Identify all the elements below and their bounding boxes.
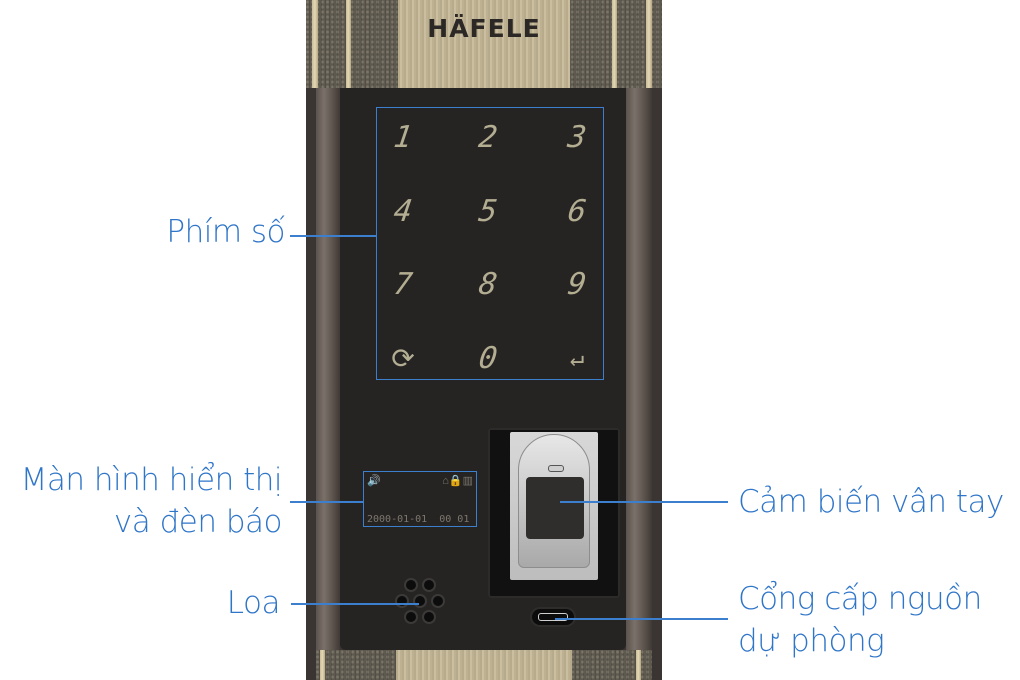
fingerprint-sensor[interactable] [526, 477, 584, 539]
speaker-grille [396, 578, 443, 628]
key-0[interactable]: 0 [476, 340, 500, 376]
callout-usb-line2: dự phòng [738, 623, 885, 659]
leader-keypad [290, 235, 377, 237]
leader-speaker [291, 603, 419, 605]
usb-connector-icon [538, 613, 568, 621]
clear-key[interactable]: ⟳ [391, 341, 415, 375]
callout-fingerprint: Cảm biến vân tay [738, 484, 1004, 520]
leader-usb [555, 618, 728, 620]
key-3[interactable]: 3 [565, 119, 589, 155]
key-1[interactable]: 1 [391, 119, 415, 155]
leader-display [290, 501, 364, 503]
door-lock-device: HÄFELE [306, 0, 662, 680]
fingerprint-indicator [548, 465, 564, 472]
callout-speaker: Loa [226, 585, 281, 621]
bottom-plate [396, 650, 572, 680]
callout-display-line2: và đèn báo [113, 504, 283, 540]
status-display: 🔊 ⌂🔒▥ 2000-01-01 00 01 [363, 471, 477, 527]
leader-fingerprint [560, 501, 728, 503]
callout-display-line1: Màn hình hiển thị [20, 462, 283, 498]
key-2[interactable]: 2 [476, 119, 500, 155]
enter-key[interactable]: ↵ [569, 344, 585, 372]
speaker-icon: 🔊 [367, 475, 381, 487]
key-8[interactable]: 8 [476, 266, 500, 302]
callout-usb-line1: Cổng cấp nguồn [738, 581, 982, 617]
key-7[interactable]: 7 [391, 266, 415, 302]
keypad-highlight-box [376, 107, 604, 380]
key-9[interactable]: 9 [565, 266, 589, 302]
display-datetime: 2000-01-01 00 01 [367, 514, 470, 525]
status-icons: ⌂🔒▥ [442, 475, 473, 487]
brand-logo: HÄFELE [427, 14, 541, 43]
callout-keypad: Phím số [166, 214, 285, 250]
logo-plate: HÄFELE [398, 0, 570, 88]
right-side-rail [626, 88, 652, 650]
key-6[interactable]: 6 [565, 193, 589, 229]
key-5[interactable]: 5 [476, 193, 500, 229]
display-icons: 🔊 ⌂🔒▥ [367, 474, 473, 487]
left-side-rail [316, 88, 340, 650]
key-4[interactable]: 4 [391, 193, 415, 229]
